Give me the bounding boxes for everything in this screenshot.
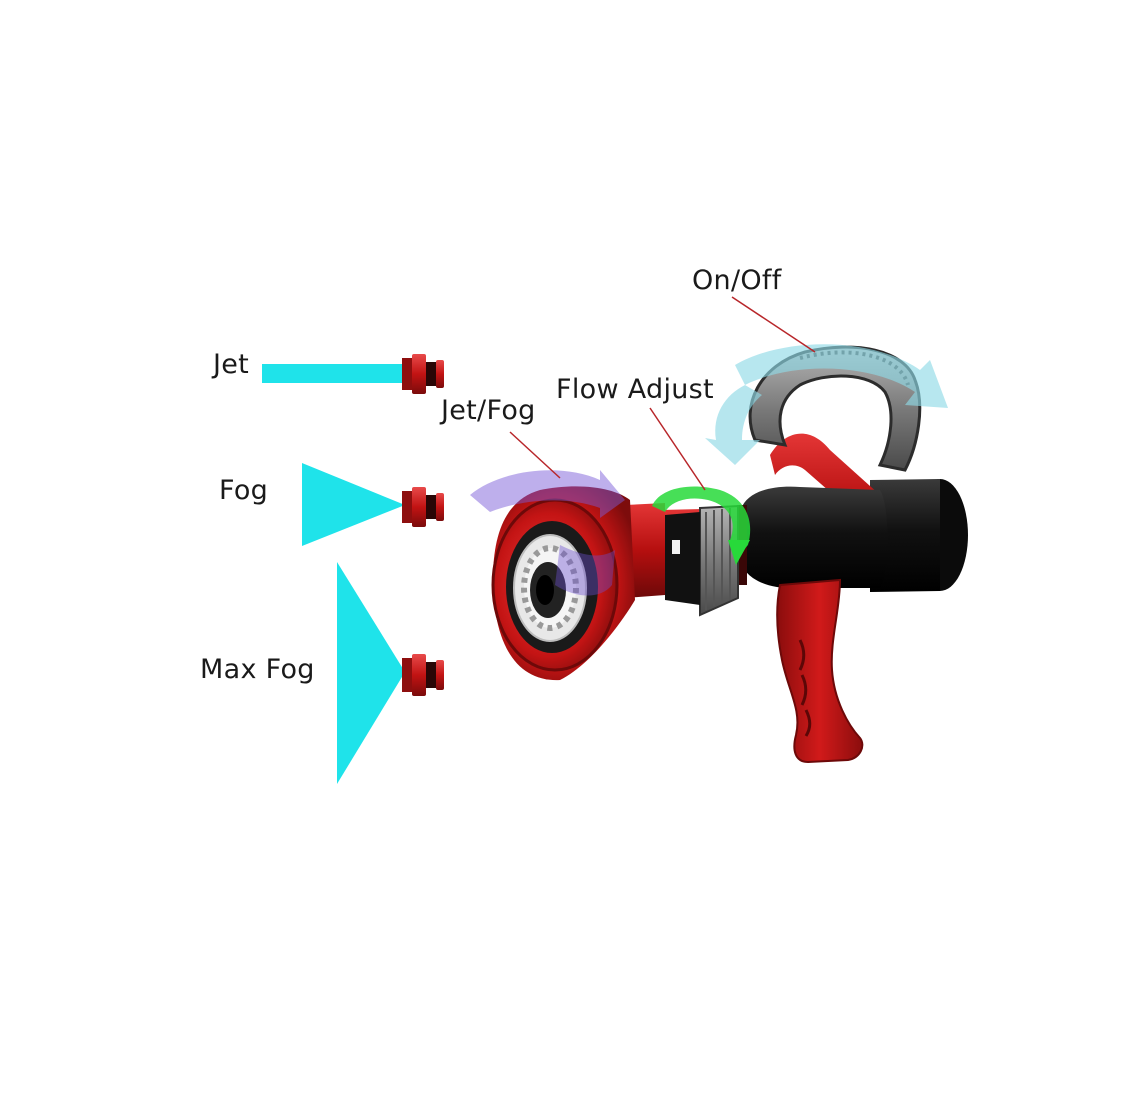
mini-nozzle-max-fog-icon — [402, 654, 444, 696]
max-fog-cone-icon — [337, 562, 405, 784]
jet-fog-rotation-arrow — [470, 470, 625, 596]
mini-nozzle-jet-icon — [402, 354, 444, 394]
flow-adjust-rotation-arrow — [652, 486, 751, 565]
on-off-leader-line — [731, 296, 816, 353]
on-off-label: On/Off — [692, 265, 782, 296]
jet-label: Jet — [213, 349, 250, 380]
fog-teeth-ring — [513, 534, 587, 642]
mini-nozzle-fog-icon — [402, 487, 444, 527]
fog-label: Fog — [219, 475, 269, 506]
jet-fog-leader-line — [509, 431, 561, 479]
max-fog-label: Max Fog — [200, 654, 315, 685]
jet-stream-icon — [262, 364, 407, 383]
flow-adjust-label: Flow Adjust — [556, 374, 714, 405]
jet-fog-label: Jet/Fog — [441, 395, 536, 426]
on-off-rotation-arrow — [705, 344, 948, 465]
fog-cone-icon — [302, 463, 405, 546]
flow-adjust-leader-line — [649, 407, 706, 491]
pistol-grip — [776, 578, 864, 764]
